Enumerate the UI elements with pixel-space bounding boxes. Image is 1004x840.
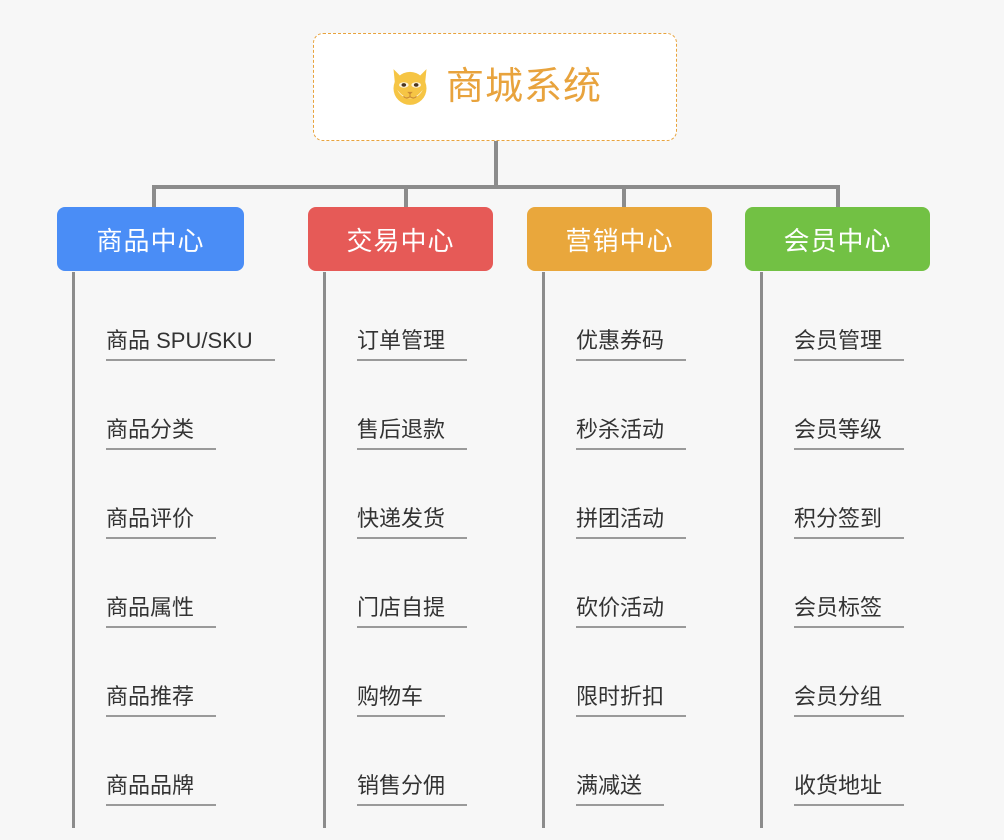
category-header-label: 交易中心 [346,225,455,256]
list-item[interactable]: 商品评价 [72,450,275,539]
list-item-label: 商品推荐 [106,686,217,717]
list-item-label: 商品 SPU/SKU [106,330,275,361]
list-item[interactable]: 收货地址 [760,717,905,806]
column-spine [323,272,326,828]
column-marketing-center: 优惠券码 秒杀活动 拼团活动 砍价活动 限时折扣 满减送 [542,272,687,828]
list-item-label: 会员等级 [794,419,905,450]
list-item-label: 秒杀活动 [576,419,687,450]
list-item-label: 积分签到 [794,508,905,539]
connector-drop-2 [404,185,408,207]
connector-drop-1 [152,185,156,207]
list-item-label: 会员管理 [794,330,905,361]
list-item-label: 商品评价 [106,508,217,539]
list-item[interactable]: 商品 SPU/SKU [72,272,275,361]
shiba-dog-icon [393,69,427,105]
list-item-label: 商品分类 [106,419,217,450]
list-item-label: 购物车 [357,686,446,717]
list-item[interactable]: 商品属性 [72,539,275,628]
list-item-label: 优惠券码 [576,330,687,361]
list-item[interactable]: 会员管理 [760,272,905,361]
list-item[interactable]: 订单管理 [323,272,468,361]
list-item[interactable]: 满减送 [542,717,686,806]
list-item-label: 满减送 [576,775,665,806]
category-header-label: 商品中心 [96,225,205,256]
list-item[interactable]: 销售分佣 [323,717,468,806]
list-item-label: 门店自提 [357,597,468,628]
list-item[interactable]: 会员等级 [760,361,905,450]
connector-root-stem [494,141,498,187]
column-spine [542,272,545,828]
category-header-product-center[interactable]: 商品中心 [57,207,244,271]
list-item[interactable]: 商品分类 [72,361,275,450]
list-item-label: 售后退款 [357,419,468,450]
list-item[interactable]: 门店自提 [323,539,468,628]
list-item[interactable]: 购物车 [323,628,467,717]
column-product-center: 商品 SPU/SKU 商品分类 商品评价 商品属性 商品推荐 商品品牌 [72,272,275,828]
column-spine [72,272,75,828]
list-item-label: 会员标签 [794,597,905,628]
list-item[interactable]: 秒杀活动 [542,361,687,450]
list-item-label: 拼团活动 [576,508,687,539]
list-item-label: 限时折扣 [576,686,687,717]
category-header-member-center[interactable]: 会员中心 [745,207,930,271]
connector-bus [152,185,840,189]
root-title: 商城系统 [445,66,602,108]
category-header-marketing-center[interactable]: 营销中心 [527,207,712,271]
list-item-label: 商品品牌 [106,775,217,806]
list-item[interactable]: 优惠券码 [542,272,687,361]
list-item-label: 快递发货 [357,508,468,539]
list-item[interactable]: 限时折扣 [542,628,687,717]
column-member-center: 会员管理 会员等级 积分签到 会员标签 会员分组 收货地址 [760,272,905,828]
list-item-label: 砍价活动 [576,597,687,628]
list-item[interactable]: 商品推荐 [72,628,275,717]
list-item[interactable]: 积分签到 [760,450,905,539]
list-item[interactable]: 会员分组 [760,628,905,717]
list-item[interactable]: 售后退款 [323,361,468,450]
connector-drop-3 [622,185,626,207]
list-item[interactable]: 拼团活动 [542,450,687,539]
column-trade-center: 订单管理 售后退款 快递发货 门店自提 购物车 销售分佣 [323,272,468,828]
list-item-label: 会员分组 [794,686,905,717]
root-node[interactable]: 商城系统 [313,33,677,141]
list-item-label: 订单管理 [357,330,468,361]
column-spine [760,272,763,828]
list-item-label: 收货地址 [794,775,905,806]
list-item[interactable]: 商品品牌 [72,717,275,806]
list-item[interactable]: 砍价活动 [542,539,687,628]
list-item[interactable]: 会员标签 [760,539,905,628]
list-item-label: 商品属性 [106,597,217,628]
category-header-label: 营销中心 [565,225,674,256]
list-item-label: 销售分佣 [357,775,468,806]
category-header-trade-center[interactable]: 交易中心 [308,207,493,271]
connector-drop-4 [836,185,840,207]
list-item[interactable]: 快递发货 [323,450,468,539]
category-header-label: 会员中心 [783,225,892,256]
